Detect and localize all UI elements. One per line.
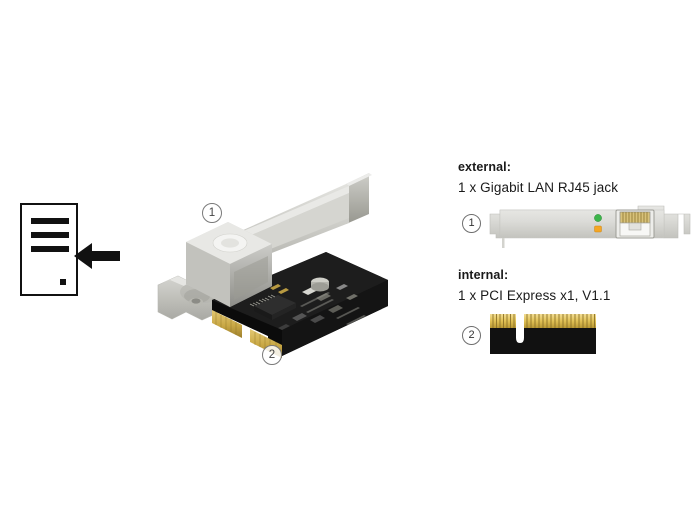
pcb-board bbox=[212, 252, 388, 356]
rj45-jack bbox=[186, 222, 272, 307]
photo-callout-1: 1 bbox=[202, 203, 222, 223]
specifications-panel: external: 1 x Gigabit LAN RJ45 jack 1 bbox=[458, 160, 698, 360]
tower-bay-bar bbox=[31, 246, 69, 252]
led-orange-indicator bbox=[594, 225, 602, 233]
spec-callout-2: 2 bbox=[462, 326, 481, 345]
pc-tower-shape bbox=[20, 203, 78, 296]
pcie-connector-diagram-row: 2 bbox=[458, 312, 698, 358]
spec-external-text: 1 x Gigabit LAN RJ45 jack bbox=[458, 180, 619, 195]
pc-tower-install-icon bbox=[20, 203, 140, 300]
spec-callout-1: 1 bbox=[462, 214, 481, 233]
install-arrow-icon bbox=[74, 243, 120, 269]
spec-internal-block: internal: 1 x PCI Express x1, V1.1 2 bbox=[458, 268, 698, 358]
spec-internal-heading: internal: bbox=[458, 268, 509, 282]
tower-bay-bar bbox=[31, 232, 69, 238]
pcie-x1-edge-connector-diagram bbox=[490, 314, 596, 354]
bracket-rj45-diagram bbox=[489, 205, 691, 248]
spec-internal-text: 1 x PCI Express x1, V1.1 bbox=[458, 288, 611, 303]
tower-bay-bar bbox=[31, 218, 69, 224]
photo-callout-2: 2 bbox=[262, 345, 282, 365]
led-green-indicator bbox=[594, 214, 602, 222]
bracket-rj45-diagram-row: 1 bbox=[458, 204, 698, 250]
tower-power-led bbox=[60, 279, 66, 285]
spec-external-block: external: 1 x Gigabit LAN RJ45 jack 1 bbox=[458, 160, 698, 250]
solder-pads bbox=[270, 284, 289, 294]
product-photo bbox=[150, 160, 400, 365]
spec-external-heading: external: bbox=[458, 160, 512, 174]
